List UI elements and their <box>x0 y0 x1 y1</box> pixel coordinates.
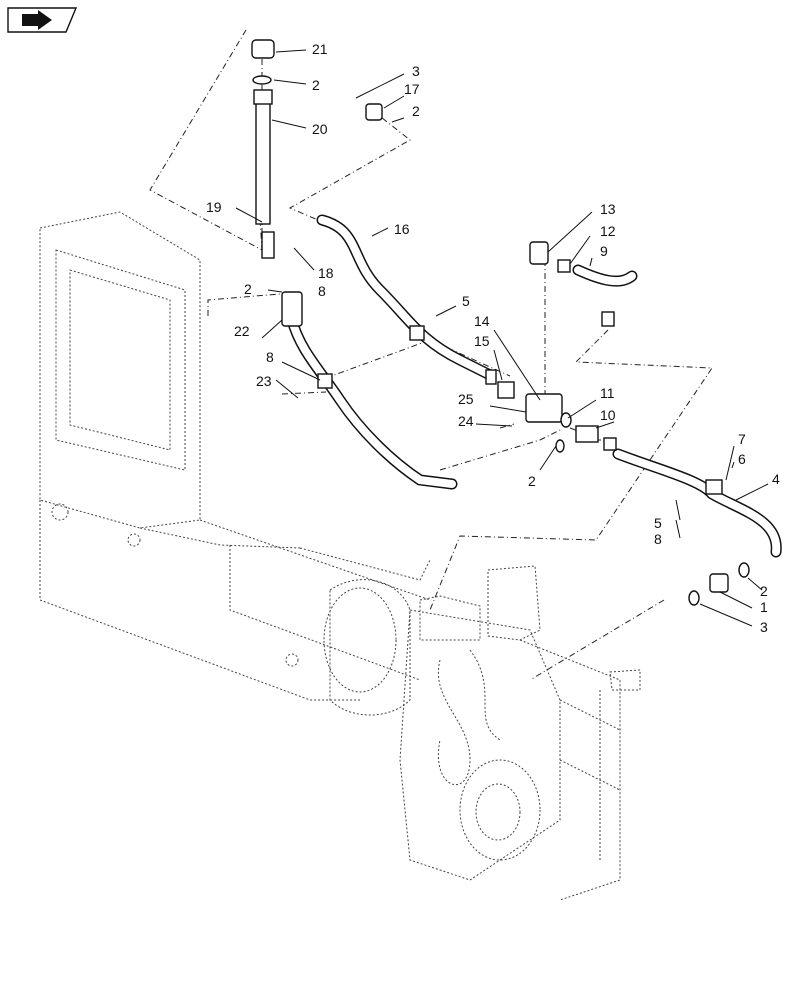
callout-1: 1 <box>760 599 768 615</box>
callout-12: 12 <box>600 223 616 239</box>
callout-22: 22 <box>234 323 250 339</box>
callout-3: 3 <box>412 63 420 79</box>
callout-2: 2 <box>760 583 768 599</box>
callout-10: 10 <box>600 407 616 423</box>
callout-2: 2 <box>528 473 536 489</box>
next-page-arrow-icon[interactable] <box>7 7 78 33</box>
hose-20 <box>253 89 273 225</box>
callout-18: 18 <box>318 265 334 281</box>
callout-14: 14 <box>474 313 490 329</box>
callout-labels: 21 2 20 3 17 2 19 16 18 2 8 13 12 9 5 22… <box>206 41 780 635</box>
transmission-housing-outline <box>323 565 641 901</box>
machine-frame-outline <box>39 211 431 701</box>
callout-24: 24 <box>458 413 474 429</box>
callout-21: 21 <box>312 41 328 57</box>
callout-2: 2 <box>312 77 320 93</box>
callout-13: 13 <box>600 201 616 217</box>
callout-8: 8 <box>266 349 274 365</box>
callout-2: 2 <box>412 103 420 119</box>
callout-9: 9 <box>600 243 608 259</box>
callout-25: 25 <box>458 391 474 407</box>
callout-6: 6 <box>738 451 746 467</box>
callout-5: 5 <box>654 515 662 531</box>
hose-16 <box>316 214 494 380</box>
callout-4: 4 <box>772 471 780 487</box>
hose-22 <box>281 291 458 490</box>
hose-9 <box>572 264 638 287</box>
fittings <box>251 39 750 606</box>
callout-8: 8 <box>318 283 326 299</box>
callout-19: 19 <box>206 199 222 215</box>
callout-8: 8 <box>654 531 662 547</box>
leader-lines <box>235 49 769 627</box>
callout-2: 2 <box>244 281 252 297</box>
callout-3: 3 <box>760 619 768 635</box>
callout-7: 7 <box>738 431 746 447</box>
flow-lines <box>149 29 713 681</box>
callout-15: 15 <box>474 333 490 349</box>
callout-5: 5 <box>462 293 470 309</box>
callout-20: 20 <box>312 121 328 137</box>
callout-11: 11 <box>600 385 615 401</box>
callout-17: 17 <box>404 81 420 97</box>
callout-23: 23 <box>256 373 272 389</box>
callout-16: 16 <box>394 221 410 237</box>
hose-4 <box>612 448 782 558</box>
